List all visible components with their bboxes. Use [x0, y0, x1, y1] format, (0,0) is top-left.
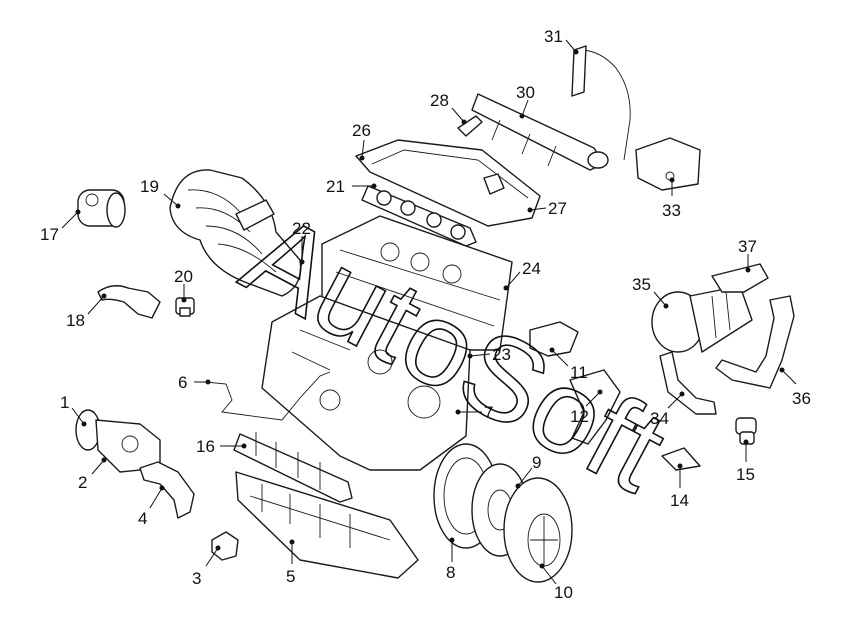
callout-label: 11: [570, 363, 588, 382]
callout-17: 17: [40, 209, 81, 244]
callout-19: 19: [140, 177, 181, 209]
callout-14: 14: [670, 463, 689, 510]
check-valve-part: [735, 417, 757, 445]
oil-pump-part: [75, 409, 161, 473]
callout-label: 19: [140, 177, 159, 196]
callout-label: 12: [570, 407, 589, 426]
callout-18: 18: [66, 293, 107, 330]
control-module-part: [635, 137, 701, 191]
callout-27: 27: [527, 199, 567, 218]
temperature-sensor-part: [175, 297, 195, 317]
throttle-body-part: [77, 189, 126, 228]
air-hose-part: [715, 295, 795, 389]
sensor-cable-part: [579, 49, 631, 161]
callout-11: 11: [549, 347, 588, 382]
callout-label: 30: [516, 83, 535, 102]
callout-label: 9: [532, 453, 541, 472]
callout-label: 27: [548, 199, 567, 218]
callout-label: 8: [446, 563, 455, 582]
fuel-rail-part: [471, 93, 609, 171]
callout-2: 2: [78, 457, 107, 492]
callout-12: 12: [570, 389, 603, 426]
air-pump-part: [651, 285, 753, 353]
callout-label: 14: [670, 491, 689, 510]
engine-mount-part: [569, 369, 621, 445]
callout-label: 18: [66, 311, 85, 330]
intake-manifold-part: [169, 169, 302, 297]
callout-9: 9: [515, 453, 541, 489]
pressure-plate-part: [503, 477, 573, 583]
callout-label: 10: [554, 583, 573, 602]
callout-24: 24: [503, 259, 541, 291]
callout-label: 16: [196, 437, 215, 456]
callout-label: 21: [326, 177, 345, 196]
callout-28: 28: [430, 91, 467, 125]
engine-block-part: [261, 295, 471, 471]
crankshaft-part: [233, 432, 353, 503]
callout-label: 2: [78, 473, 87, 492]
injector-part: [457, 115, 483, 137]
callout-label: 15: [736, 465, 755, 484]
callout-label: 23: [492, 345, 511, 364]
oil-pan-part: [235, 471, 419, 579]
callout-26: 26: [352, 121, 371, 161]
callout-20: 20: [174, 267, 193, 303]
callout-label: 36: [792, 389, 811, 408]
callout-23: 23: [467, 345, 511, 364]
callout-label: 35: [632, 275, 651, 294]
dipstick-tube-part: [205, 371, 331, 421]
callout-30: 30: [516, 83, 535, 119]
callout-22: 22: [292, 219, 311, 265]
callout-label: 37: [738, 237, 757, 256]
callout-21: 21: [326, 177, 377, 196]
oxygen-sensor-part: [571, 45, 587, 97]
callout-6: 6: [178, 373, 211, 392]
pump-bracket-part: [711, 263, 769, 293]
callout-37: 37: [738, 237, 757, 273]
callout-34: 34: [650, 391, 685, 428]
callout-label: 28: [430, 91, 449, 110]
oil-level-sensor-part: [211, 531, 239, 561]
callout-4: 4: [138, 485, 165, 528]
callout-label: 34: [650, 409, 669, 428]
callout-3: 3: [192, 545, 221, 588]
callout-15: 15: [736, 439, 755, 484]
camshaft-part: [361, 185, 477, 247]
callout-label: 5: [286, 567, 295, 586]
callout-31: 31: [544, 27, 579, 55]
callout-label: 22: [292, 219, 311, 238]
callout-7: 7: [455, 403, 493, 422]
callout-10: 10: [539, 563, 573, 602]
callout-8: 8: [446, 537, 455, 582]
callout-label: 26: [352, 121, 371, 140]
callout-label: 6: [178, 373, 187, 392]
callout-label: 1: [60, 393, 69, 412]
oil-pickup-pipe-part: [139, 461, 195, 519]
callout-label: 17: [40, 225, 59, 244]
callout-1: 1: [60, 393, 87, 427]
callout-16: 16: [196, 437, 247, 456]
callout-label: 20: [174, 267, 193, 286]
callout-35: 35: [632, 275, 669, 309]
callout-label: 3: [192, 569, 201, 588]
callout-label: 7: [484, 403, 493, 422]
engine-bracket-part: [529, 321, 579, 357]
callout-36: 36: [779, 367, 811, 408]
small-bracket-part: [661, 447, 701, 471]
coolant-hose-part: [97, 285, 161, 319]
callout-label: 4: [138, 509, 147, 528]
callout-33: 33: [662, 177, 681, 220]
callout-5: 5: [286, 539, 295, 586]
callout-label: 24: [522, 259, 541, 278]
valve-cover-part: [355, 139, 541, 227]
callout-label: 31: [544, 27, 563, 46]
callout-label: 33: [662, 201, 681, 220]
